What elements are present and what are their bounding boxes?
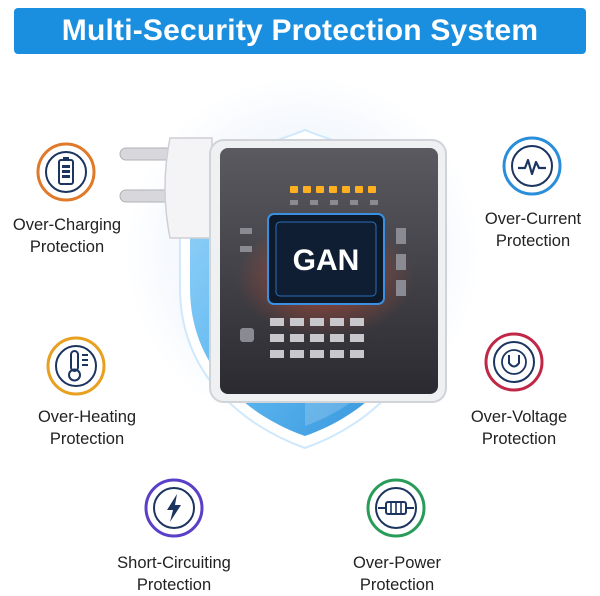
feature-label-line2: Protection bbox=[481, 430, 557, 448]
feature-label-line1: Short-Circuiting bbox=[117, 554, 231, 572]
battery-icon bbox=[36, 142, 96, 202]
header-banner: Multi-Security Protection System bbox=[14, 8, 586, 54]
feature-label-line1: Over-Voltage bbox=[470, 408, 568, 426]
pulse-wave-icon bbox=[502, 136, 562, 196]
chip-label: GAN bbox=[293, 244, 360, 277]
feature-label-line1: Over-Charging bbox=[12, 216, 122, 234]
lightning-bolt-icon bbox=[144, 478, 204, 538]
voltage-u-icon bbox=[484, 332, 544, 392]
feature-label-line2: Protection bbox=[359, 576, 435, 594]
feature-label-line1: Over-Power bbox=[352, 554, 442, 572]
resistor-icon bbox=[366, 478, 426, 538]
thermometer-icon bbox=[46, 336, 106, 396]
feature-label-line1: Over-Heating bbox=[37, 408, 137, 426]
feature-label-line2: Protection bbox=[29, 238, 105, 256]
feature-label-line1: Over-Current bbox=[484, 210, 582, 228]
feature-label-line2: Protection bbox=[136, 576, 212, 594]
page-title: Multi-Security Protection System bbox=[61, 14, 539, 47]
charger-illustration: GAN bbox=[119, 128, 447, 450]
feature-label-line2: Protection bbox=[495, 232, 571, 250]
plug-icon bbox=[119, 137, 213, 239]
gan-chip bbox=[267, 213, 385, 305]
feature-label-line2: Protection bbox=[49, 430, 125, 448]
